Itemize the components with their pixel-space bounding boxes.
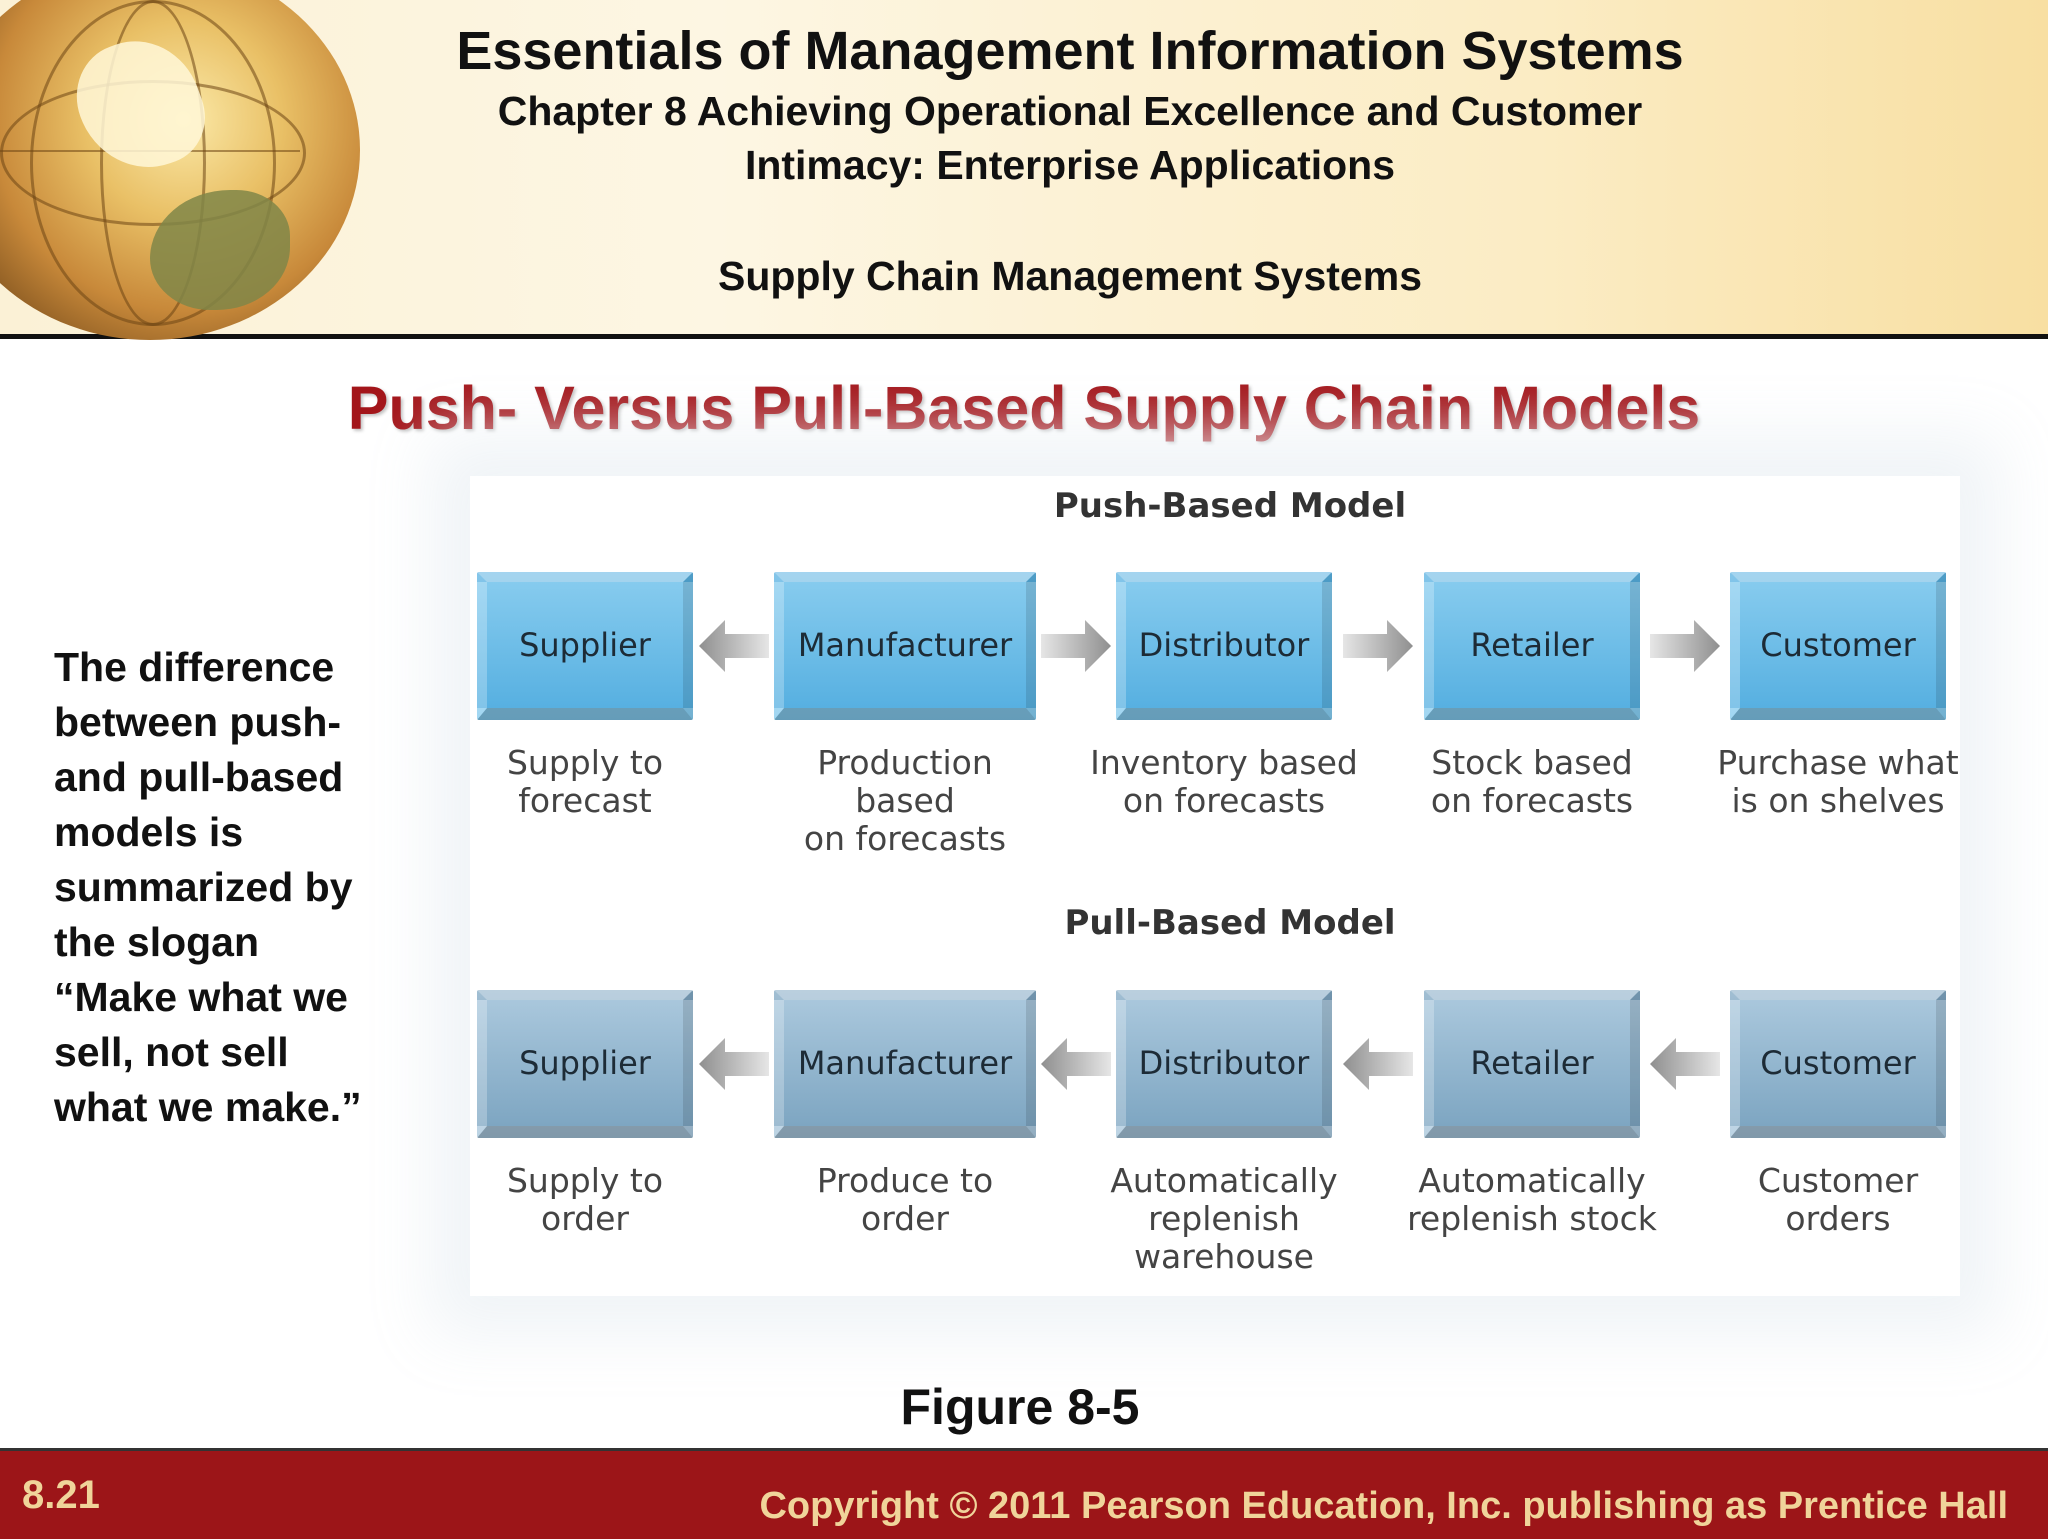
flow-arrow-left-icon [1343, 1034, 1413, 1094]
flow-arrow-left-icon [698, 1034, 769, 1094]
pull-model-node-distributor: Distributor [1116, 990, 1332, 1138]
push-model-node-supplier: Supplier [477, 572, 693, 720]
pull-model-caption-manufacturer: Produce to order [816, 1161, 994, 1238]
flow-arrow-right-icon [1343, 616, 1413, 676]
pull-model-node-retailer: Retailer [1424, 990, 1640, 1138]
pull-model-caption-customer: Customer orders [1757, 1161, 1919, 1238]
push-model-node-distributor: Distributor [1116, 572, 1332, 720]
slogan-text: The difference between push- and pull-ba… [54, 644, 362, 1130]
pull-model-label: Pull-Based Model [1064, 903, 1396, 943]
slide-number: 8.21 [22, 1473, 100, 1517]
pull-model-caption-retailer: Automatically replenish stock [1407, 1161, 1657, 1238]
figure-label: Figure 8-5 [900, 1379, 1140, 1435]
pull-model-node-supplier: Supplier [477, 990, 693, 1138]
push-model-caption-customer: Purchase what is on shelves [1717, 743, 1959, 820]
slide-title: Push- Versus Pull-Based Supply Chain Mod… [347, 374, 1701, 442]
globe-image [0, 0, 360, 340]
push-model-caption-retailer: Stock based on forecasts [1430, 743, 1634, 820]
flow-arrow-right-icon [1041, 616, 1111, 676]
flow-arrow-left-icon [1650, 1034, 1720, 1094]
section-title: Supply Chain Management Systems [717, 253, 1422, 299]
push-model-node-retailer: Retailer [1424, 572, 1640, 720]
flow-arrow-left-icon [698, 616, 769, 676]
push-model-node-manufacturer: Manufacturer [774, 572, 1036, 720]
pull-model-node-manufacturer: Manufacturer [774, 990, 1036, 1138]
copyright-notice: Copyright © 2011 Pearson Education, Inc.… [759, 1485, 2008, 1527]
pull-model-node-customer: Customer [1730, 990, 1946, 1138]
pull-model-caption-distributor: Automatically replenish warehouse [1110, 1161, 1338, 1276]
push-model-caption-distributor: Inventory based on forecasts [1090, 743, 1358, 820]
push-model-caption-supplier: Supply to forecast [506, 743, 664, 820]
chapter-title-line2: Intimacy: Enterprise Applications [744, 142, 1396, 188]
push-model-node-customer: Customer [1730, 572, 1946, 720]
flow-arrow-left-icon [1041, 1034, 1111, 1094]
push-model-label: Push-Based Model [1053, 486, 1407, 526]
push-model-caption-manufacturer: Production based on forecasts [803, 743, 1007, 858]
pull-model-caption-supplier: Supply to order [506, 1161, 664, 1238]
slide-header: Essentials of Management Information Sys… [0, 0, 2048, 340]
book-title: Essentials of Management Information Sys… [456, 21, 1684, 81]
slide-footer: 8.21 Copyright © 2011 Pearson Education,… [0, 1448, 2048, 1539]
flow-arrow-right-icon [1650, 616, 1720, 676]
chapter-title-line1: Chapter 8 Achieving Operational Excellen… [497, 88, 1643, 134]
